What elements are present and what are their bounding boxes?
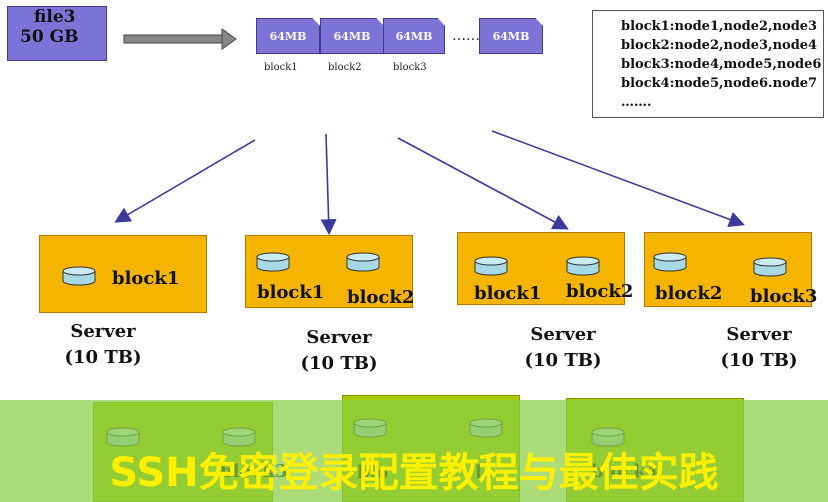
legend-line: ……. (621, 95, 652, 110)
file-name: file3 (34, 7, 76, 27)
legend-line: block2:node2,node3,node4 (621, 38, 818, 53)
server-title: Server (726, 324, 792, 345)
server-box-1: block1 (39, 235, 207, 313)
block-label-2: block2 (328, 62, 362, 73)
block-chunk-3: 64MB (383, 18, 445, 54)
arrow-to-server-2 (320, 133, 337, 236)
arrow-to-server-1 (114, 139, 256, 223)
server-box-3: block1 block2 (457, 232, 633, 305)
server-title: Server (70, 321, 136, 342)
legend-line: block1:node1,node2,node3 (621, 19, 818, 34)
server-capacity: (10 TB) (64, 347, 142, 368)
server-block-label: block3 (750, 286, 818, 307)
disk-icon (346, 252, 380, 272)
server-title: Server (530, 324, 596, 345)
legend-line: block3:node4,mode5,node6 (621, 57, 822, 72)
block-label-3: block3 (393, 62, 427, 73)
disk-icon (256, 252, 290, 272)
block-chunk-size: 64MB (269, 29, 307, 43)
ellipsis: …… (452, 28, 480, 44)
server-caption-2: Server (10 TB) (294, 325, 384, 377)
disk-icon (653, 252, 687, 272)
disk-icon (753, 257, 787, 277)
arrow-to-server-4 (491, 130, 745, 228)
banner-title: SSH免密登录配置教程与最佳实践 (109, 450, 719, 496)
title-banner (0, 400, 828, 502)
block-chunk-size: 64MB (333, 29, 371, 43)
server-box-2: block1 block2 (245, 235, 415, 308)
disk-icon (566, 256, 600, 276)
block-label-1: block1 (264, 62, 298, 73)
server-block-label: block1 (112, 268, 180, 289)
server-block-label: block2 (347, 287, 415, 308)
server-capacity: (10 TB) (720, 350, 798, 371)
server-block-label: block1 (257, 282, 325, 303)
server-capacity: (10 TB) (524, 350, 602, 371)
arrow-to-server-3 (397, 137, 569, 230)
disk-icon (62, 266, 96, 286)
block-chunk-size: 64MB (395, 29, 433, 43)
block-chunk-size: 64MB (492, 29, 530, 43)
server-box-4: block2 block3 (644, 232, 817, 307)
server-block-label: block1 (474, 283, 542, 304)
block-chunk-2: 64MB (320, 18, 384, 54)
server-capacity: (10 TB) (300, 353, 378, 374)
server-title: Server (306, 327, 372, 348)
file-to-blocks-arrow (123, 28, 237, 50)
disk-icon (474, 256, 508, 276)
block-chunk-4: 64MB (479, 18, 543, 54)
file-size: 50 GB (20, 27, 79, 47)
server-caption-4: Server (10 TB) (714, 322, 804, 374)
block-mapping-legend: block1:node1,node2,node3 block2:node2,no… (592, 10, 824, 118)
legend-line: block4:node5,node6.node7 (621, 76, 818, 91)
server-block-label: block2 (655, 283, 723, 304)
server-caption-1: Server (10 TB) (58, 319, 148, 371)
server-block-label: block2 (566, 281, 634, 302)
block-chunk-1: 64MB (256, 18, 320, 54)
server-caption-3: Server (10 TB) (518, 322, 608, 374)
file-box: file3 50 GB (7, 6, 107, 61)
